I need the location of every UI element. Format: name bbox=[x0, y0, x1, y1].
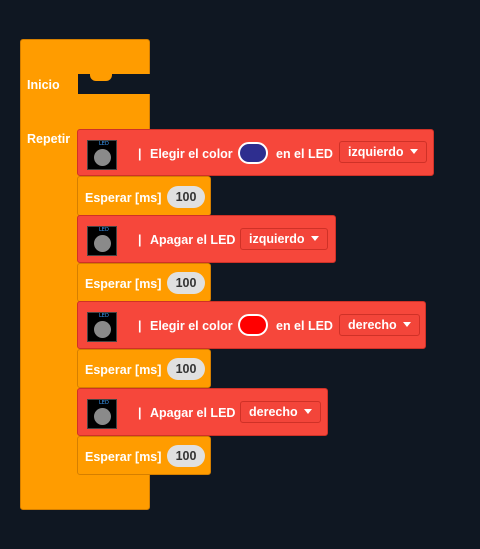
wait-block-4[interactable]: Esperar [ms] 100 bbox=[77, 436, 211, 475]
led-icon-label: LED bbox=[99, 400, 109, 406]
wait-ms-input[interactable]: 100 bbox=[167, 445, 205, 467]
wait-block-3[interactable]: Esperar [ms] 100 bbox=[77, 349, 211, 388]
inicio-slot bbox=[78, 74, 150, 94]
color-swatch[interactable] bbox=[238, 142, 268, 164]
led-side-dropdown[interactable]: izquierdo bbox=[240, 228, 328, 250]
led-side-dropdown[interactable]: derecho bbox=[339, 314, 420, 336]
color-swatch[interactable] bbox=[238, 314, 268, 336]
separator: | bbox=[138, 319, 142, 333]
chevron-down-icon bbox=[409, 149, 418, 154]
wait-label: Esperar [ms] bbox=[85, 277, 162, 291]
led-icon: LED bbox=[87, 140, 117, 170]
wait-label: Esperar [ms] bbox=[85, 363, 162, 377]
set-color-block-1[interactable]: LED | Elegir el color en el LED izquierd… bbox=[77, 129, 434, 176]
separator: | bbox=[138, 406, 142, 420]
wait-ms-input[interactable]: 100 bbox=[167, 186, 205, 208]
led-icon: LED bbox=[87, 399, 117, 429]
wait-ms-input[interactable]: 100 bbox=[167, 272, 205, 294]
led-icon: LED bbox=[87, 312, 117, 342]
led-off-block-1[interactable]: LED | Apagar el LED izquierdo bbox=[77, 215, 336, 263]
led-side-dropdown[interactable]: izquierdo bbox=[339, 141, 427, 163]
chevron-down-icon bbox=[402, 322, 411, 327]
led-icon: LED bbox=[87, 226, 117, 256]
set-color-block-2[interactable]: LED | Elegir el color en el LED derecho bbox=[77, 301, 426, 349]
led-off-block-2[interactable]: LED | Apagar el LED derecho bbox=[77, 388, 328, 436]
on-led-label: en el LED bbox=[276, 319, 333, 333]
set-color-label: Elegir el color bbox=[150, 147, 233, 161]
wait-block-1[interactable]: Esperar [ms] 100 bbox=[77, 176, 211, 216]
separator: | bbox=[138, 233, 142, 247]
led-icon-label: LED bbox=[99, 227, 109, 233]
dropdown-value: izquierdo bbox=[348, 145, 404, 159]
wait-ms-input[interactable]: 100 bbox=[167, 358, 205, 380]
separator: | bbox=[138, 147, 142, 161]
wait-label: Esperar [ms] bbox=[85, 450, 162, 464]
led-icon-label: LED bbox=[99, 313, 109, 319]
led-off-label: Apagar el LED bbox=[150, 406, 236, 420]
wait-block-2[interactable]: Esperar [ms] 100 bbox=[77, 263, 211, 302]
dropdown-value: derecho bbox=[348, 318, 397, 332]
inicio-label: Inicio bbox=[27, 78, 60, 92]
dropdown-value: izquierdo bbox=[249, 232, 305, 246]
set-color-label: Elegir el color bbox=[150, 319, 233, 333]
repetir-label: Repetir bbox=[27, 132, 71, 146]
led-side-dropdown[interactable]: derecho bbox=[240, 401, 321, 423]
chevron-down-icon bbox=[310, 236, 319, 241]
led-off-label: Apagar el LED bbox=[150, 233, 236, 247]
wait-label: Esperar [ms] bbox=[85, 191, 162, 205]
led-icon-label: LED bbox=[99, 141, 109, 147]
on-led-label: en el LED bbox=[276, 147, 333, 161]
inicio-slot-tab bbox=[90, 74, 112, 81]
dropdown-value: derecho bbox=[249, 405, 298, 419]
chevron-down-icon bbox=[303, 409, 312, 414]
